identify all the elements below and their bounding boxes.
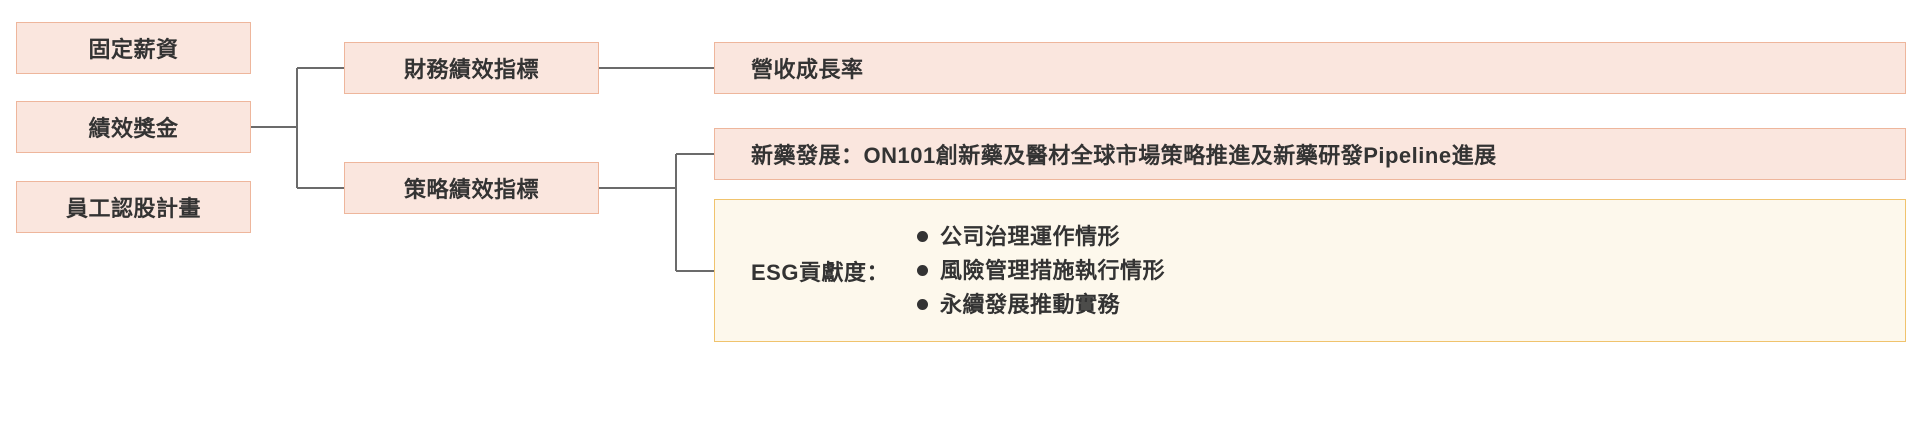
bullet-icon: [916, 299, 928, 310]
list-item-label: 公司治理運作情形: [939, 223, 1120, 249]
node-fixed-salary[interactable]: 固定薪資: [16, 22, 251, 74]
list-item: 公司治理運作情形: [916, 220, 1905, 254]
node-label: 員工認股計畫: [65, 196, 201, 221]
node-strategic-performance-kpi[interactable]: 策略績效指標: [344, 162, 599, 214]
bullet-icon: [916, 265, 928, 276]
node-revenue-growth-rate[interactable]: 營收成長率: [714, 42, 1906, 94]
esg-label: ESG貢獻度：: [751, 259, 889, 285]
node-employee-stock-plan[interactable]: 員工認股計畫: [16, 181, 251, 233]
bullet-icon: [916, 231, 928, 242]
node-label: 營收成長率: [751, 57, 864, 82]
list-item-label: 風險管理措施執行情形: [939, 257, 1165, 283]
list-item: 永續發展推動實務: [916, 288, 1905, 322]
esg-bullet-list: 公司治理運作情形 風險管理措施執行情形 永續發展推動實務: [889, 220, 1905, 322]
node-label: 固定薪資: [88, 37, 179, 62]
node-performance-bonus[interactable]: 績效獎金: [16, 101, 251, 153]
node-label: 新藥發展：ON101創新藥及醫材全球市場策略推進及新藥研發Pipeline進展: [751, 143, 1497, 168]
node-esg-contribution[interactable]: ESG貢獻度： 公司治理運作情形 風險管理措施執行情形 永續發展推動實務: [714, 199, 1906, 342]
node-label: 策略績效指標: [403, 177, 539, 202]
list-item-label: 永續發展推動實務: [939, 291, 1120, 317]
node-label: 績效獎金: [88, 116, 179, 141]
node-new-drug-development[interactable]: 新藥發展：ON101創新藥及醫材全球市場策略推進及新藥研發Pipeline進展: [714, 128, 1906, 180]
list-item: 風險管理措施執行情形: [916, 254, 1905, 288]
node-financial-performance-kpi[interactable]: 財務績效指標: [344, 42, 599, 94]
node-label: 財務績效指標: [403, 57, 539, 82]
